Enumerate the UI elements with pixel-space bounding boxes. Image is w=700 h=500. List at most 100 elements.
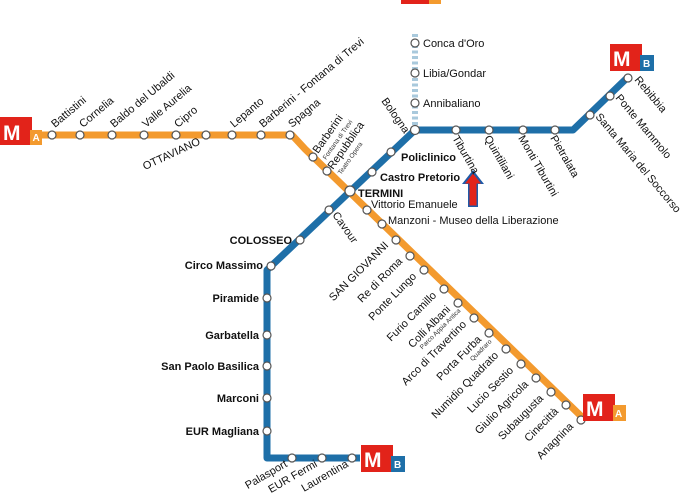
metro-m-icon: [610, 44, 642, 71]
station-colosseo[interactable]: [295, 235, 305, 245]
badge-left-a-letter: A: [33, 133, 40, 144]
badge-bottom-b-m: M: [364, 449, 382, 472]
label-cavour: Cavour: [330, 210, 360, 246]
label-manzoni: Manzoni - Museo della Liberazione: [388, 215, 559, 227]
badge-top-center: [401, 0, 441, 4]
station-subaugusta[interactable]: [546, 387, 556, 397]
label-annibaliano: Annibaliano: [423, 98, 481, 110]
station-valle-aurelia[interactable]: [139, 130, 149, 140]
station-piramide[interactable]: [262, 293, 272, 303]
line-b1-stations: [410, 38, 420, 108]
badge-left-a[interactable]: M A: [0, 117, 42, 145]
station-numidio[interactable]: [501, 344, 511, 354]
station-vittorio[interactable]: [362, 205, 372, 215]
line-a-labels: Battistini Cornelia Baldo del Ubaldi Val…: [49, 36, 577, 462]
label-pietralata: Pietralata: [547, 134, 581, 181]
badge-left-a-letter-box: [30, 130, 42, 145]
label-termini: TERMINI: [358, 188, 403, 200]
badge-bottom-right-a[interactable]: M A: [583, 394, 626, 421]
label-vittorio: Vittorio Emanuele: [371, 199, 458, 211]
label-cipro: Cipro: [172, 104, 200, 130]
station-palasport[interactable]: [287, 453, 297, 463]
station-barberini-fontana[interactable]: [256, 130, 266, 140]
station-giulio-agricola[interactable]: [531, 373, 541, 383]
station-bologna[interactable]: [409, 124, 421, 136]
label-eur-magliana: EUR Magliana: [186, 426, 260, 438]
badge-bottom-right-a-m: M: [586, 398, 604, 421]
badge-bottom-right-a-letter: A: [615, 409, 622, 420]
badge-bottom-b-letter-box: [391, 456, 405, 472]
station-annibaliano[interactable]: [410, 98, 420, 108]
station-tiburtina[interactable]: [451, 125, 461, 135]
station-santa-maria[interactable]: [585, 110, 595, 120]
metro-m-icon: [0, 117, 32, 145]
station-conca-doro[interactable]: [410, 38, 420, 48]
station-marconi[interactable]: [262, 393, 272, 403]
station-castro-pretorio[interactable]: [367, 167, 377, 177]
station-battistini[interactable]: [47, 130, 57, 140]
station-ottaviano[interactable]: [201, 130, 211, 140]
station-cornelia[interactable]: [75, 130, 85, 140]
label-libia: Libia/Gondar: [423, 68, 486, 80]
station-policlinico[interactable]: [386, 147, 396, 157]
station-ponte-lungo[interactable]: [419, 265, 429, 275]
station-colli-albani[interactable]: [453, 298, 463, 308]
metro-m-icon: [583, 394, 615, 421]
arrow-fill: [465, 173, 481, 206]
station-eur-fermi[interactable]: [317, 453, 327, 463]
station-cipro[interactable]: [171, 130, 181, 140]
badge-top-right-b[interactable]: M B: [610, 44, 654, 71]
badge-bottom-b-letter: B: [394, 460, 401, 471]
station-repubblica[interactable]: [322, 166, 332, 176]
badge-top-center-clip: [401, 0, 433, 4]
label-ottaviano: OTTAVIANO: [141, 136, 203, 173]
badge-top-right-b-letter: B: [643, 59, 650, 70]
badge-top-right-b-letter-box: [640, 55, 654, 71]
station-lepanto[interactable]: [227, 130, 237, 140]
station-arco[interactable]: [469, 313, 479, 323]
label-castro-pretorio: Castro Pretorio: [380, 172, 460, 184]
station-baldo[interactable]: [107, 130, 117, 140]
station-termini[interactable]: [344, 185, 356, 197]
station-spagna[interactable]: [285, 130, 295, 140]
badge-top-right-b-m: M: [613, 48, 631, 71]
badge-left-a-m: M: [3, 122, 21, 145]
line-a-track: [30, 131, 586, 421]
label-garbatella: Garbatella: [205, 330, 260, 342]
station-monti-tiburtini[interactable]: [518, 125, 528, 135]
line-a: [30, 131, 586, 421]
label-colosseo: COLOSSEO: [230, 235, 293, 247]
station-furio-camillo[interactable]: [439, 284, 449, 294]
station-ponte-mammolo[interactable]: [605, 91, 615, 101]
line-b: [263, 74, 631, 462]
line-b-track: [263, 74, 631, 462]
label-circo-massimo: Circo Massimo: [185, 260, 264, 272]
station-san-giovanni[interactable]: [391, 235, 401, 245]
line-a-stations: [47, 130, 586, 425]
station-cavour[interactable]: [324, 205, 334, 215]
station-cinecitta[interactable]: [561, 400, 571, 410]
station-lucio-sestio[interactable]: [516, 359, 526, 369]
label-policlinico: Policlinico: [401, 152, 456, 164]
station-san-paolo[interactable]: [262, 361, 272, 371]
station-porta-furba[interactable]: [484, 328, 494, 338]
label-conca-doro: Conca d'Oro: [423, 38, 484, 50]
line-b1-labels: Conca d'Oro Libia/Gondar Annibaliano: [423, 38, 486, 110]
station-eur-magliana[interactable]: [262, 426, 272, 436]
badge-bottom-right-a-letter-box: [613, 405, 626, 421]
line-b-stations: [262, 73, 633, 463]
station-circo-massimo[interactable]: [266, 261, 276, 271]
station-rebibbia[interactable]: [623, 73, 633, 83]
label-marconi: Marconi: [217, 393, 259, 405]
up-arrow-icon: [462, 170, 484, 207]
station-libia[interactable]: [410, 68, 420, 78]
badge-bottom-b[interactable]: M B: [361, 445, 405, 472]
station-barberini[interactable]: [308, 152, 318, 162]
station-manzoni[interactable]: [377, 219, 387, 229]
station-garbatella[interactable]: [262, 330, 272, 340]
station-pietralata[interactable]: [550, 125, 560, 135]
station-re-di-roma[interactable]: [405, 251, 415, 261]
station-laurentina[interactable]: [347, 453, 357, 463]
station-quintiliani[interactable]: [484, 125, 494, 135]
